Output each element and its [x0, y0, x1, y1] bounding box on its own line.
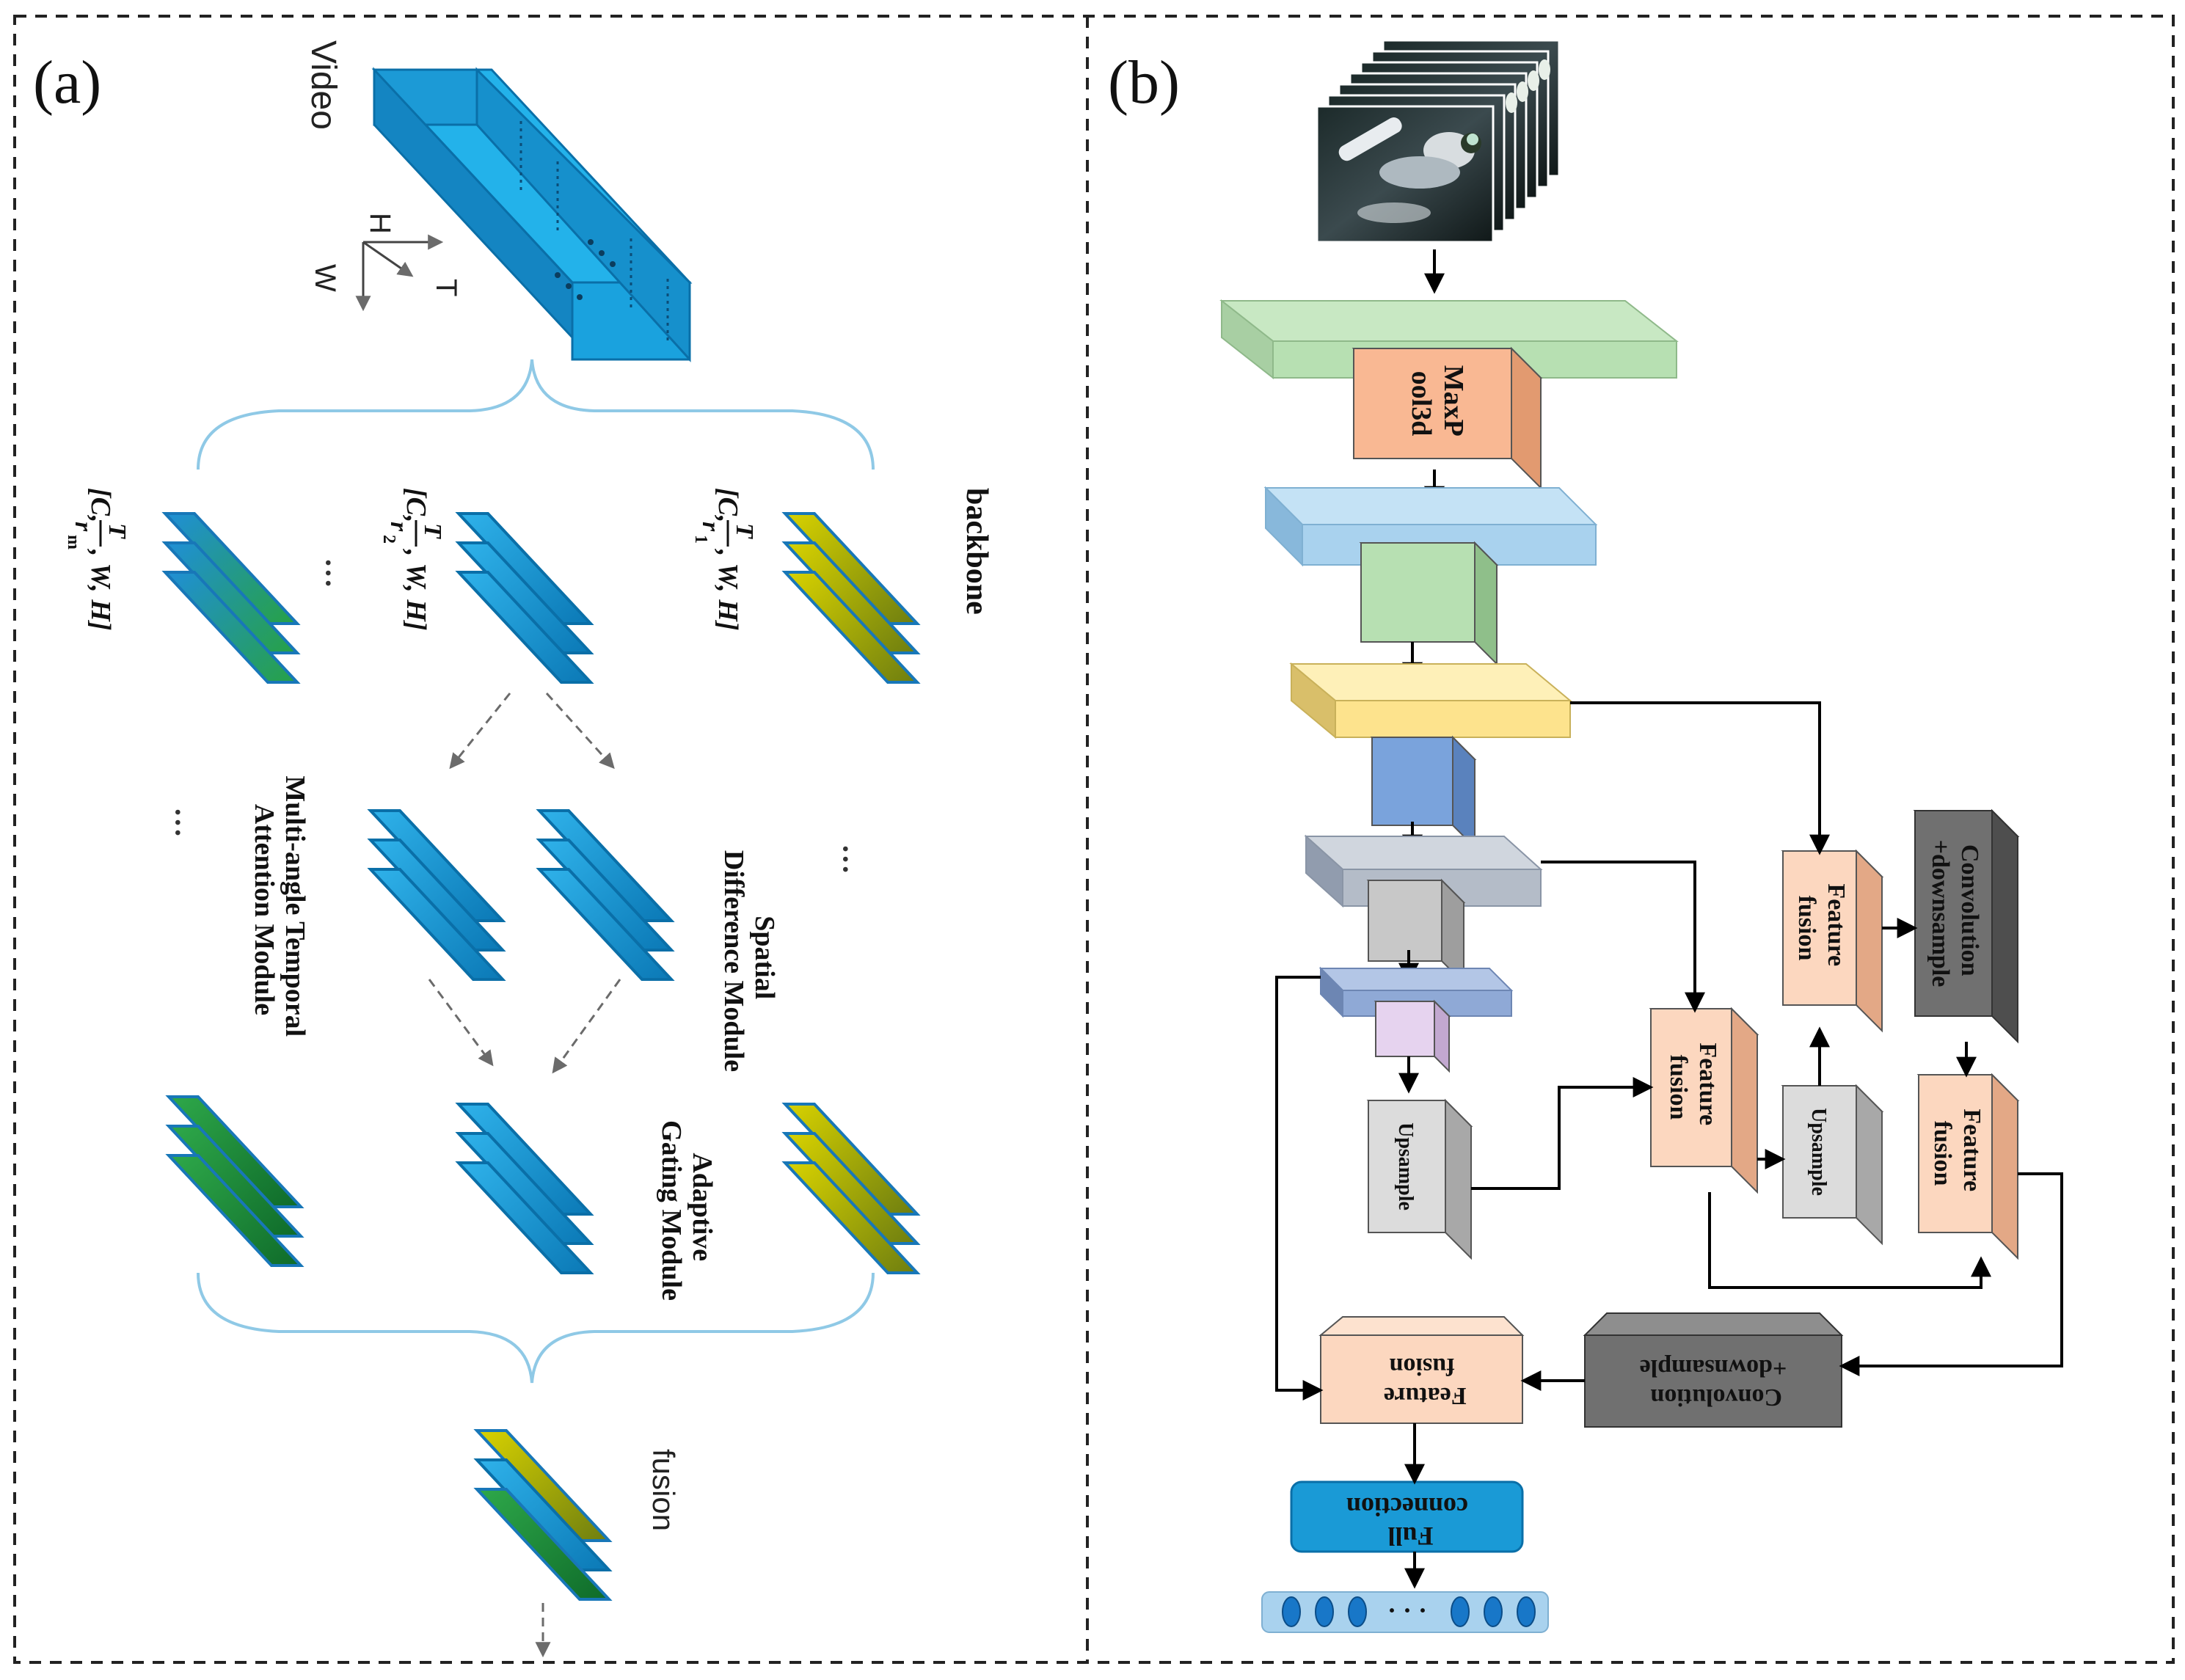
svg-text:, W, H]: , W, H]	[85, 549, 116, 631]
shape-label-1: [C, T r 1 , W, H]	[691, 488, 758, 631]
stack-yellow-1	[781, 512, 921, 684]
shape-label-2: [C, T r 2 , W, H]	[379, 488, 446, 631]
stack-temporal-module	[367, 809, 506, 981]
feature-fusion-4-label: Feature fusion	[1377, 1353, 1466, 1409]
mid-blue-cube	[1370, 735, 1477, 850]
svg-text:T: T	[103, 523, 131, 539]
yellow-slab	[1289, 662, 1572, 739]
upsample-box-1	[1366, 1098, 1473, 1260]
panel-b: (b)	[1108, 39, 2063, 1633]
backbone-label: backbone	[960, 488, 993, 615]
dashed-arrows-top	[449, 692, 615, 770]
feature-fusion-box-3	[1916, 1073, 2020, 1260]
conv-downsample-2-label: Convolution +downsample	[1640, 1354, 1787, 1411]
svg-text:[C,: [C,	[712, 488, 743, 523]
stack-yellow-3	[781, 1103, 921, 1274]
row1-ellipsis: ...	[317, 558, 362, 588]
temporal-module-label: Multi-angle Temporal Attention Module	[249, 775, 310, 1043]
axis-w-label: W	[309, 264, 341, 292]
module-row-ellipsis-left: ...	[167, 807, 212, 838]
dashed-arrows-bottom	[428, 979, 621, 1074]
top-curly-brace	[197, 359, 875, 470]
gray-cube	[1366, 878, 1466, 985]
gating-module-label: Adaptive Gating Module	[656, 1120, 718, 1301]
panel-a: (a) Video H	[33, 40, 993, 1658]
svg-text:, W, H]: , W, H]	[712, 549, 743, 631]
feature-fusion-3-label: Feature fusion	[1929, 1109, 1985, 1197]
output-ellipsis: · · ·	[1387, 1596, 1427, 1625]
feature-fusion-2-label: Feature fusion	[1793, 883, 1850, 972]
outer-dashed-border	[13, 15, 2175, 1664]
stack-spatial-module	[536, 809, 675, 981]
svg-text:m: m	[64, 535, 83, 549]
maxpool3d-label: MaxP ool3d	[1406, 365, 1469, 442]
axis-h-label: H	[364, 213, 396, 234]
fusion-label: fusion	[646, 1449, 681, 1531]
panel-a-label: (a)	[33, 48, 101, 117]
upsample-1-label: Upsample	[1394, 1122, 1417, 1210]
maxpool3d-box	[1352, 346, 1543, 490]
feature-fusion-box-1	[1649, 1007, 1759, 1194]
svg-text:r: r	[70, 522, 97, 532]
feature-fusion-box-4	[1318, 1316, 1525, 1424]
feature-fusion-1-label: Feature fusion	[1665, 1042, 1721, 1131]
stack-blue-1	[455, 512, 594, 684]
axis-t-label: T	[430, 279, 462, 296]
svg-text:[C,: [C,	[401, 488, 431, 523]
video-frames-image	[1316, 39, 1561, 244]
svg-text:T: T	[419, 523, 446, 539]
conv-downsample-box-1	[1913, 808, 2020, 1044]
connector-arrows	[1275, 701, 2063, 1485]
panel-b-label: (b)	[1108, 48, 1180, 117]
stack-fusion	[473, 1429, 613, 1601]
svg-text:1: 1	[691, 535, 710, 544]
module-row-ellipsis-right: ...	[834, 844, 880, 874]
lavender-cube	[1374, 999, 1451, 1073]
svg-text:, W, H]: , W, H]	[401, 549, 431, 631]
feature-fusion-box-2	[1781, 849, 1884, 1033]
stack-green-3	[165, 1095, 304, 1267]
snowboarder-figure	[1338, 117, 1481, 223]
conv-downsample-box-2	[1583, 1312, 1844, 1428]
upsample-box-2	[1781, 1084, 1884, 1246]
spatial-module-label: Spatial Difference Module	[718, 850, 780, 1072]
conv-downsample-1-label: Convolution +downsample	[1927, 840, 1983, 987]
svg-text:T: T	[731, 523, 758, 539]
stack-gating-module	[455, 1103, 594, 1274]
upsample-2-label: Upsample	[1807, 1108, 1830, 1196]
panel-borders	[13, 15, 2175, 1664]
light-green-cube	[1359, 541, 1499, 666]
svg-text:r: r	[697, 522, 724, 532]
bottom-curly-brace	[197, 1272, 875, 1384]
video-label: Video	[304, 40, 343, 130]
svg-text:r: r	[385, 522, 412, 532]
svg-text:[C,: [C,	[85, 488, 116, 523]
stack-bluegreen-1	[161, 512, 301, 684]
svg-text:2: 2	[379, 535, 398, 544]
video-block	[371, 67, 693, 362]
shape-label-m: [C, T r m , W, H]	[64, 488, 131, 631]
axes-icon	[355, 234, 444, 312]
output-vector: · · ·	[1261, 1591, 1549, 1633]
full-connection-label: Full connection	[1346, 1492, 1468, 1551]
